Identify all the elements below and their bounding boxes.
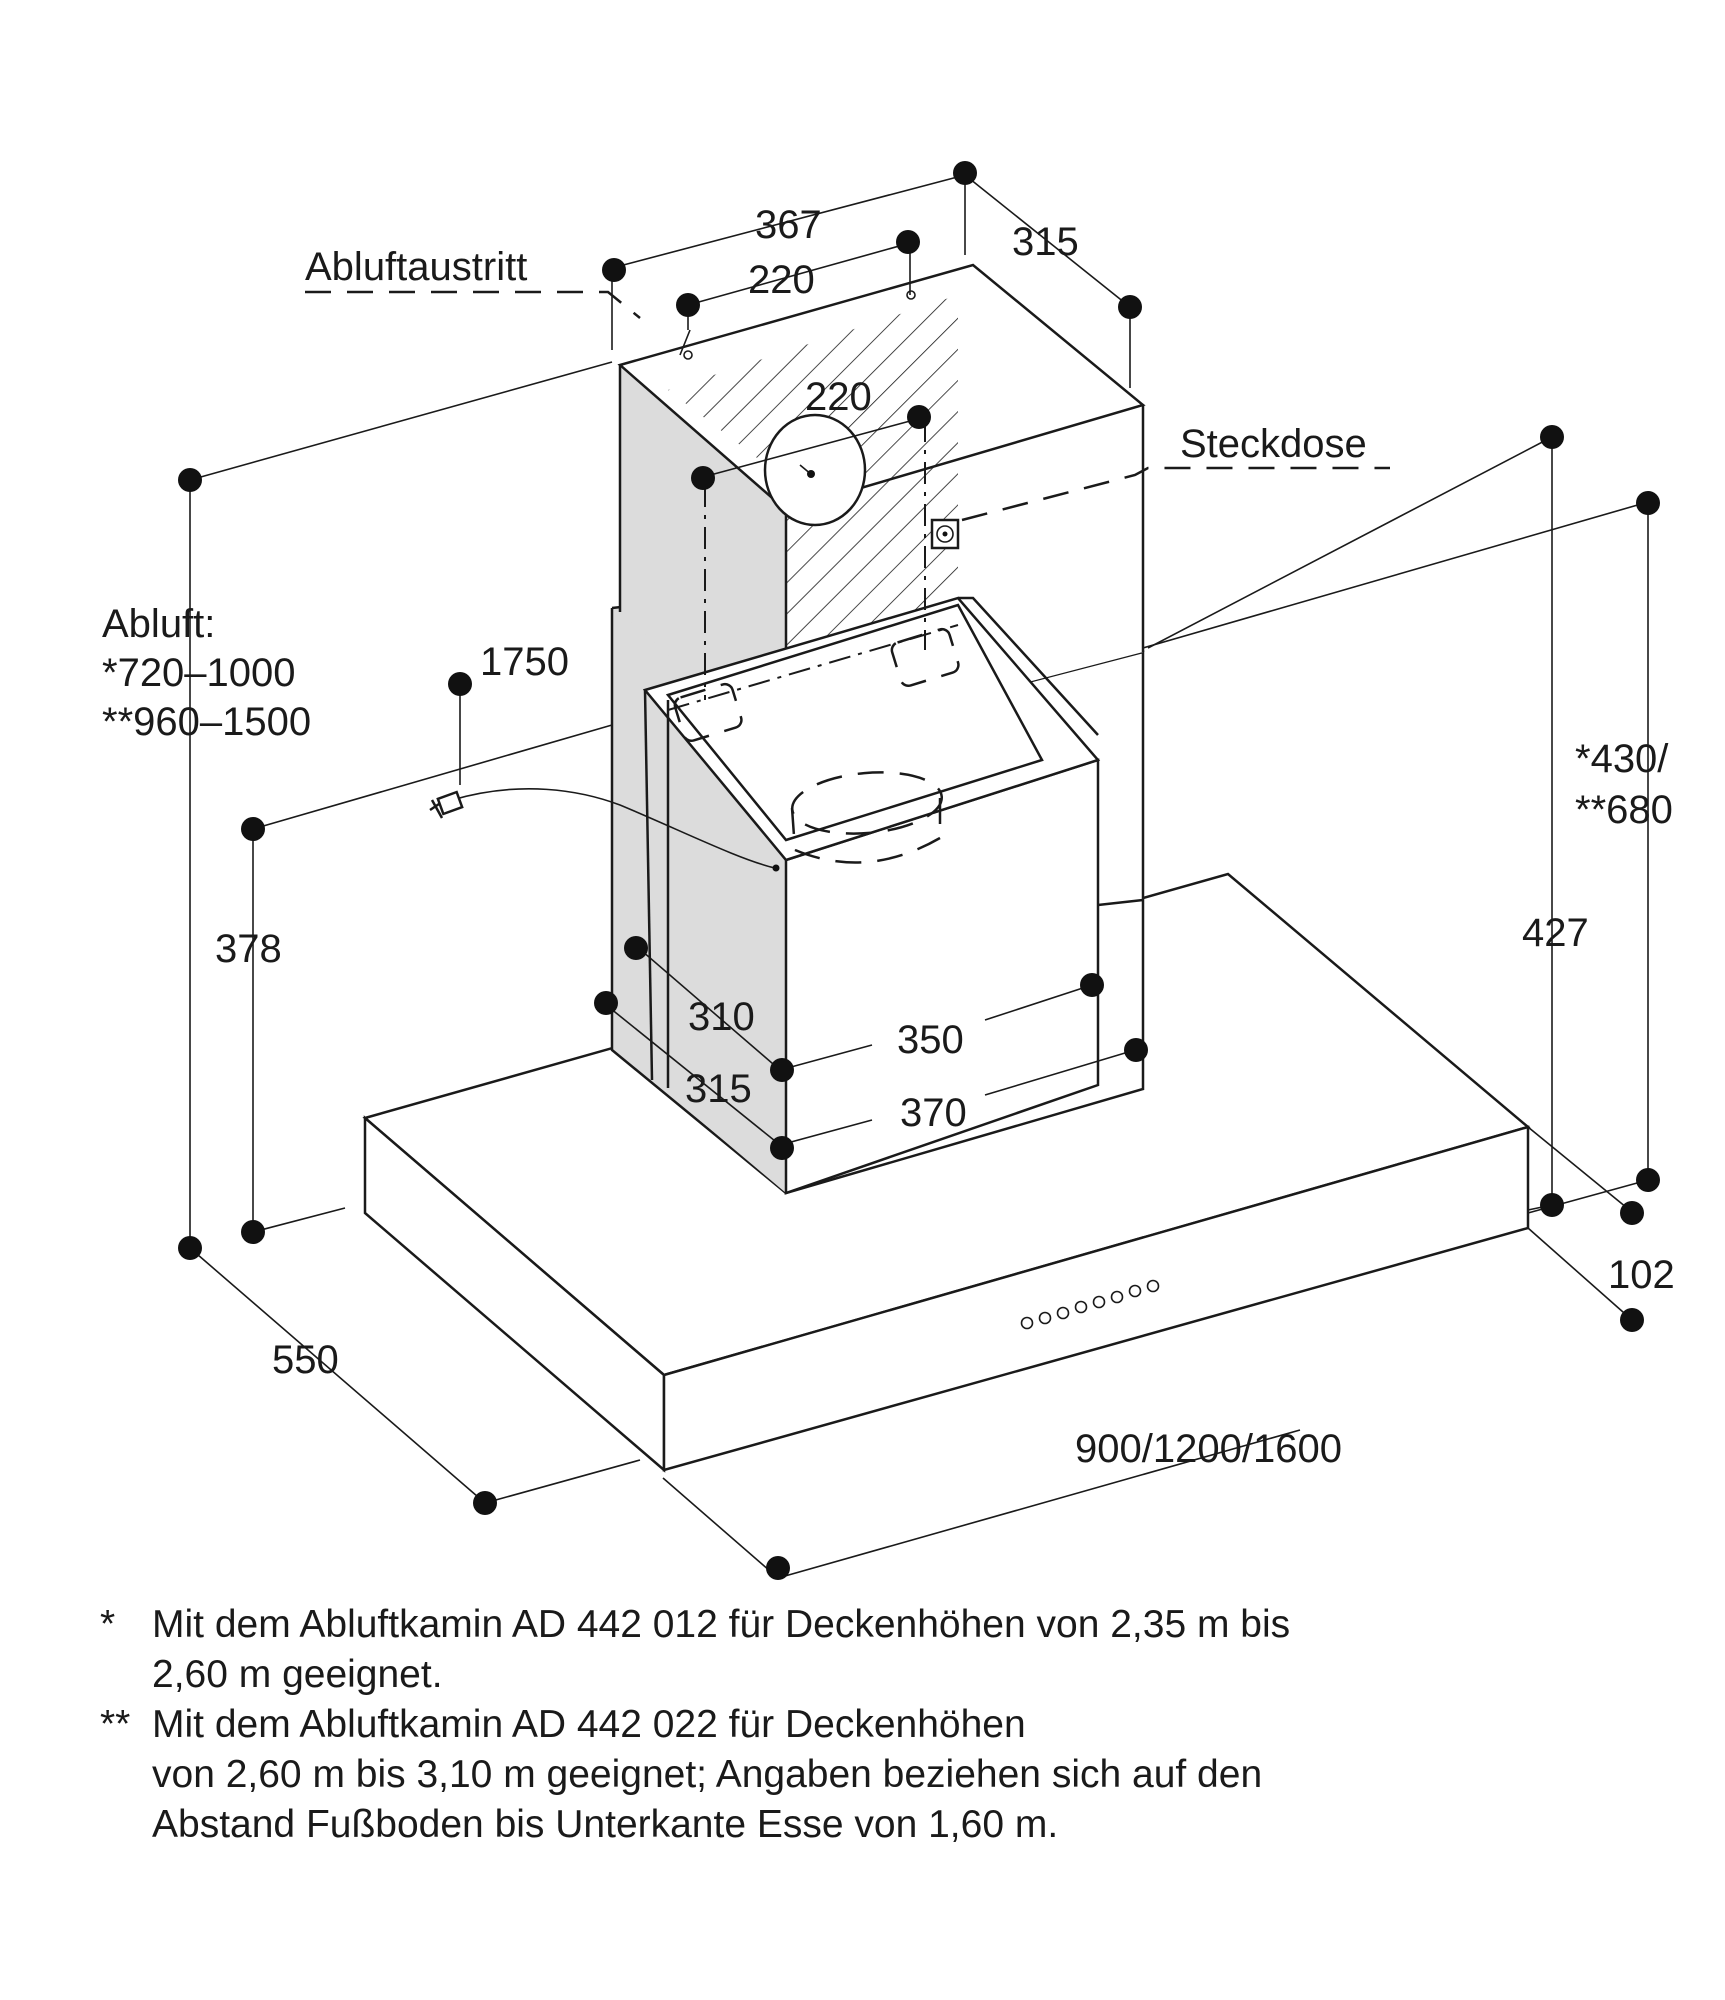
power-cable: [429, 788, 780, 872]
dimension-220-outlet-diameter: 220: [805, 375, 872, 419]
footnote-2: ** Mit dem Abluftkamin AD 442 022 für De…: [100, 1700, 1660, 1850]
dimension-430-680-line1: *430/: [1575, 737, 1669, 781]
dimension-378: 378: [215, 927, 282, 971]
dimension-430-680-line2: **680: [1575, 788, 1673, 832]
footnote-1-mark: *: [100, 1603, 116, 1646]
dimension-367: 367: [755, 203, 822, 247]
exhaust-option2-label: **960–1500: [102, 700, 311, 744]
callout-leaders: [305, 290, 1390, 522]
dimension-427: 427: [1522, 911, 1589, 955]
control-buttons: [1020, 1279, 1160, 1330]
exhaust-title-label: Abluft:: [102, 602, 215, 646]
socket-symbol: [930, 518, 960, 550]
footnote-1: * Mit dem Abluftkamin AD 442 012 für Dec…: [100, 1600, 1660, 1700]
exhaust-opening: [679, 290, 916, 527]
dimension-220-outlet-width: 220: [748, 258, 815, 302]
exhaust-option1-label: *720–1000: [102, 651, 296, 695]
dimension-lines: [189, 174, 1649, 1579]
dimension-1750: 1750: [480, 640, 569, 684]
dimension-310: 310: [688, 995, 755, 1039]
dimension-350: 350: [897, 1018, 964, 1062]
labels: Abluftaustritt Steckdose Abluft: *720–10…: [102, 203, 1675, 1471]
socket-label: Steckdose: [1180, 422, 1367, 466]
dimension-315-bottom: 315: [685, 1067, 752, 1111]
dimension-canopy-width: 900/1200/1600: [1075, 1427, 1342, 1471]
dimension-dots: [178, 161, 1660, 1580]
dimension-315-top: 315: [1012, 220, 1079, 264]
footnotes: * Mit dem Abluftkamin AD 442 012 für Dec…: [100, 1600, 1660, 1850]
dimension-370: 370: [900, 1091, 967, 1135]
exhaust-outlet-label: Abluftaustritt: [305, 245, 527, 289]
footnote-2-text: Mit dem Abluftkamin AD 442 022 für Decke…: [152, 1703, 1263, 1846]
footnote-2-mark: **: [100, 1703, 131, 1746]
footnote-1-text: Mit dem Abluftkamin AD 442 012 für Decke…: [152, 1603, 1291, 1696]
dimension-550: 550: [272, 1338, 339, 1382]
dimension-102: 102: [1608, 1253, 1675, 1297]
